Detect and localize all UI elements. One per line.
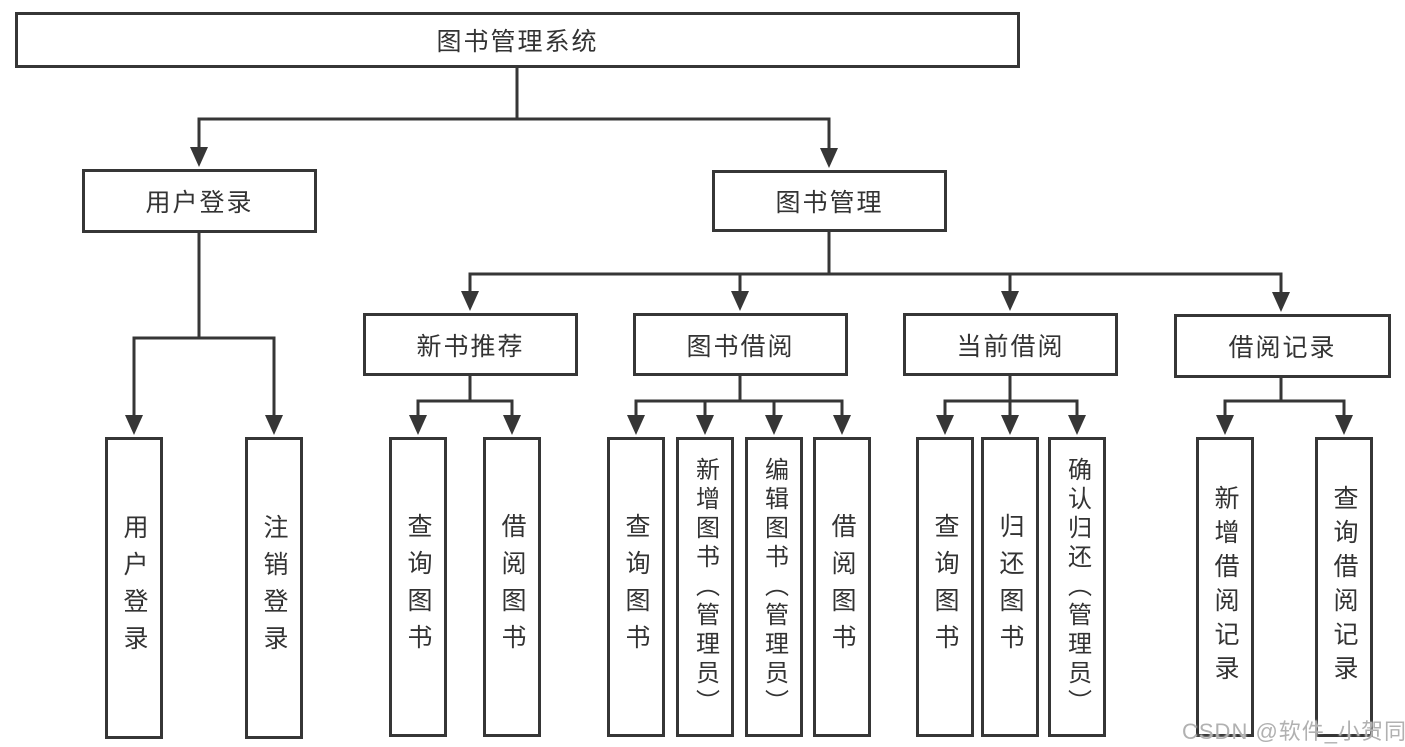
leaf-query-books-recommend: 查询图书 bbox=[389, 437, 447, 737]
csdn-watermark: CSDN @软件_小贺同学 bbox=[1182, 719, 1405, 744]
leaf-query-books-current: 查询图书 bbox=[916, 437, 974, 737]
leaf-edit-book-admin: 编辑图书（管理员） bbox=[745, 437, 803, 737]
leaf-add-book-admin: 新增图书（管理员） bbox=[676, 437, 734, 737]
arrowheads bbox=[125, 147, 1353, 435]
node-borrow-records: 借阅记录 bbox=[1174, 314, 1391, 378]
leaf-return-book: 归还图书 bbox=[981, 437, 1039, 737]
leaf-query-books-borrow: 查询图书 bbox=[607, 437, 665, 737]
node-user-login: 用户登录 bbox=[82, 169, 317, 233]
node-current-borrow: 当前借阅 bbox=[903, 313, 1118, 376]
node-root-library-system: 图书管理系统 bbox=[15, 12, 1020, 68]
leaf-query-borrow-record: 查询借阅记录 bbox=[1315, 437, 1373, 737]
leaf-confirm-return-admin: 确认归还（管理员） bbox=[1048, 437, 1106, 737]
node-new-book-recommend: 新书推荐 bbox=[363, 313, 578, 376]
leaf-add-borrow-record: 新增借阅记录 bbox=[1196, 437, 1254, 737]
leaf-user-login: 用户登录 bbox=[105, 437, 163, 739]
node-book-management: 图书管理 bbox=[712, 170, 947, 232]
leaf-logout: 注销登录 bbox=[245, 437, 303, 739]
node-book-borrow: 图书借阅 bbox=[633, 313, 848, 376]
leaf-borrow-books-recommend: 借阅图书 bbox=[483, 437, 541, 737]
leaf-borrow-books-borrow: 借阅图书 bbox=[813, 437, 871, 737]
